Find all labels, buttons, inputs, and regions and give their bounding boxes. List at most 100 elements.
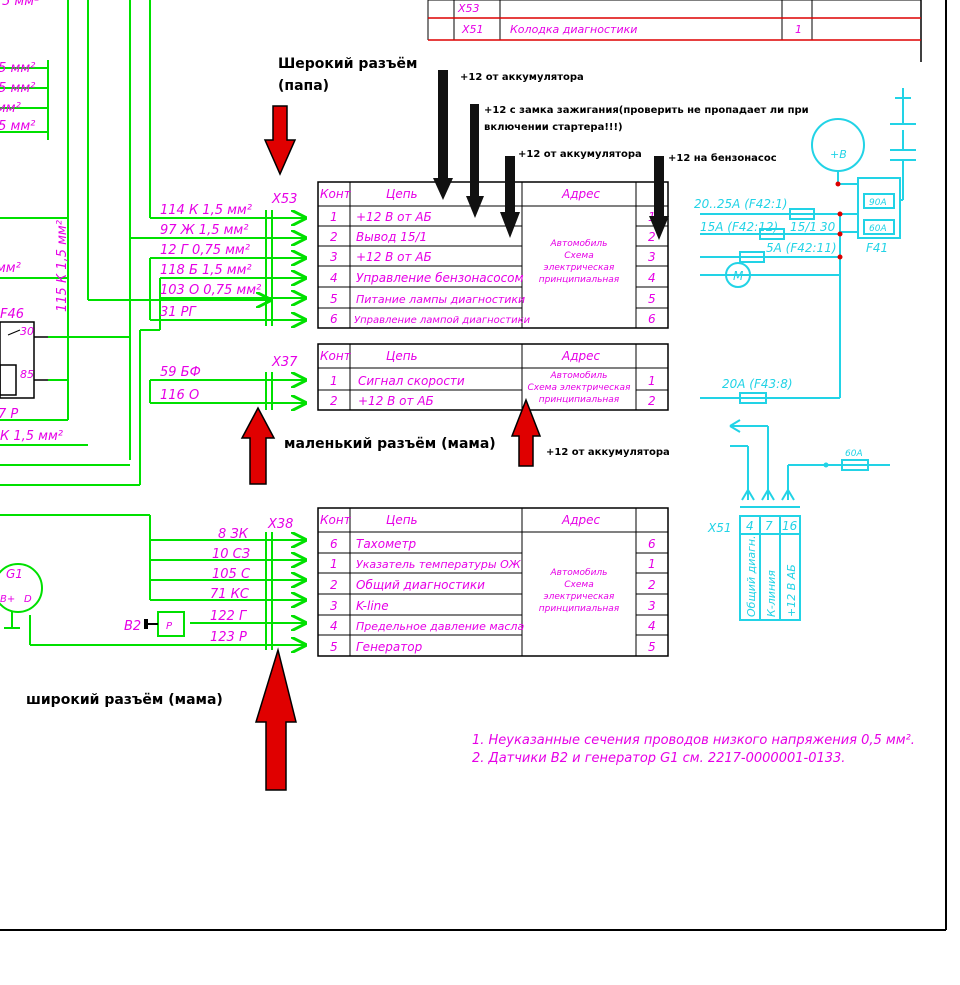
black-arrow-ign — [466, 104, 484, 218]
red-arrow-x38 — [254, 647, 297, 791]
top-table: X53 X51 Колодка диагностики 1 — [427, 0, 922, 62]
p-label: P — [166, 621, 173, 632]
black-arrow-batt2 — [500, 156, 520, 238]
x53-r3-c: Управление бензонасосом — [356, 271, 524, 285]
x53-wire-2: 12 Г 0,75 мм² — [160, 243, 250, 258]
ign-note-line1: +12 с замка зажигания(проверить не пропа… — [484, 105, 809, 116]
x53-r4-p: 5 — [648, 292, 656, 306]
g1-label: G1 — [6, 567, 23, 581]
x53-addr-0: Автомобиль — [550, 239, 608, 249]
left-wire-3: мм² — [0, 101, 21, 116]
x37-r1-c: +12 В от АБ — [358, 394, 434, 408]
cyan-plus-b: +В — [830, 148, 847, 161]
cyan-pin-label-7: К-линия — [765, 570, 778, 617]
cyan-pin-4: 4 — [746, 519, 754, 533]
x38-wire-2: 105 С — [212, 567, 251, 582]
cyan-fuse-4: 20А (F43:8) — [722, 377, 793, 391]
x38-r4-n: 4 — [330, 619, 338, 633]
red-arrow-x53 — [263, 105, 297, 176]
x38-r0-p: 6 — [648, 537, 656, 551]
x38-r4-p: 4 — [648, 619, 656, 633]
x53-table: Конт Цепь Адрес 1 +12 В от АБ 1 2 Вывод … — [317, 181, 669, 329]
left-wire-5: мм² — [0, 261, 21, 276]
x37-h-chain: Цепь — [386, 349, 418, 363]
x38-wire-1: 10 СЗ — [212, 547, 250, 562]
x37-addr-2: принципиальная — [539, 395, 620, 405]
x38-r2-c: Общий диагностики — [356, 578, 485, 592]
x53-label: X53 — [271, 192, 297, 207]
d-label: D — [24, 594, 32, 605]
x53-addr-2: электрическая — [544, 263, 615, 273]
x53-r4-c: Питание лампы диагностики — [356, 293, 525, 306]
red-arrow-x37 — [240, 406, 276, 485]
x38-r4-c: Предельное давление масла — [356, 620, 524, 633]
cyan-fuse-2: 15А (F42:12) — [700, 220, 778, 234]
left-wire-0: 5 мм² — [2, 0, 39, 9]
left-wire-2: ,5 мм² — [0, 81, 35, 96]
wide-male-line1: Шерокий разъём — [278, 56, 418, 72]
x53-r4-n: 5 — [330, 292, 338, 306]
small-female-label: маленький разъём (мама) — [284, 436, 496, 452]
x53-addr-1: Схема — [564, 251, 593, 261]
left-wire-4: ,5 мм² — [0, 119, 35, 134]
red-arrow-x37-pin2 — [510, 397, 542, 467]
cyan-pin-label-16: +12 В АБ — [785, 564, 798, 617]
fuelpump-note: +12 на бензонасос — [668, 152, 777, 164]
x37-table: Конт Цепь Адрес 1 Сигнал скорости 1 2 +1… — [317, 343, 669, 411]
x53-r2-p: 3 — [648, 250, 656, 264]
cyan-90a: 90А — [869, 198, 887, 208]
x37-r1-p: 2 — [648, 394, 656, 408]
x53-r0-c: +12 В от АБ — [356, 210, 432, 224]
x38-r5-n: 5 — [330, 640, 338, 654]
x38-wire-5: 123 Р — [210, 630, 247, 645]
x38-wire-labels: X38 8 ЗК 10 СЗ 105 С 71 КС 122 Г 123 Р — [210, 517, 293, 645]
x38-h-chain: Цепь — [386, 513, 418, 527]
x53-h-chain: Цепь — [386, 187, 418, 201]
x37-r1-n: 2 — [330, 394, 338, 408]
x38-r1-p: 1 — [648, 557, 656, 571]
x37-h-address: Адрес — [561, 349, 601, 363]
cyan-labels: 20..25А (F42:1) 15А (F42:12) 15/1 30 5А … — [694, 148, 888, 617]
green-wiring — [0, 0, 305, 650]
x38-wire-4: 122 Г — [210, 609, 248, 624]
x37-wire-labels: X37 59 БФ 116 О — [160, 355, 298, 403]
x38-r5-p: 5 — [648, 640, 656, 654]
x53-r5-p: 6 — [648, 312, 656, 326]
x37-r0-n: 1 — [330, 374, 338, 388]
x38-r3-n: 3 — [330, 599, 338, 613]
black-arrow-batt1 — [433, 70, 453, 200]
x53-r5-c: Управление лампой диагностики — [354, 315, 531, 326]
f46-label: F46 — [0, 307, 24, 322]
x37-r0-p: 1 — [648, 374, 656, 388]
x38-r3-c: K-line — [356, 599, 389, 613]
batt2-note: +12 от аккумулятора — [518, 149, 642, 160]
x53-addr-3: принципиальная — [539, 275, 620, 285]
x38-label: X38 — [267, 517, 293, 532]
x53-r3-p: 4 — [648, 271, 656, 285]
x53-r1-n: 2 — [330, 230, 338, 244]
x53-r3-n: 4 — [330, 271, 338, 285]
x38-h-address: Адрес — [561, 513, 601, 527]
bplus-label: B+ — [0, 594, 15, 605]
b2-label: B2 — [124, 619, 141, 634]
top-row2-name: Колодка диагностики — [510, 23, 637, 36]
ign-note-line2: включении стартера!!!) — [484, 122, 623, 133]
cyan-motor: М — [733, 269, 744, 283]
x37-label: X37 — [271, 355, 298, 370]
x37-h-kont: Конт — [320, 349, 352, 363]
x38-r2-p: 2 — [648, 578, 656, 592]
x38-r3-p: 3 — [648, 599, 656, 613]
top-row2-code: X51 — [461, 23, 484, 36]
left-wire-1: ,5 мм² — [0, 61, 35, 76]
cyan-f41: F41 — [866, 241, 888, 255]
x53-r5-n: 6 — [330, 312, 338, 326]
cyan-30: 30 — [820, 220, 836, 234]
x37-addr-1: Схема электрическая — [528, 383, 632, 393]
cyan-fuse-3: 5А (F42:11) — [766, 241, 837, 255]
x53-wire-0: 114 К 1,5 мм² — [160, 203, 252, 218]
x38-r0-n: 6 — [330, 537, 338, 551]
x53-wire-4: 103 О 0,75 мм² — [160, 283, 261, 298]
wide-male-line2: (папа) — [278, 78, 329, 94]
cyan-60a: 60А — [869, 224, 887, 234]
annotation-arrows — [240, 70, 669, 791]
